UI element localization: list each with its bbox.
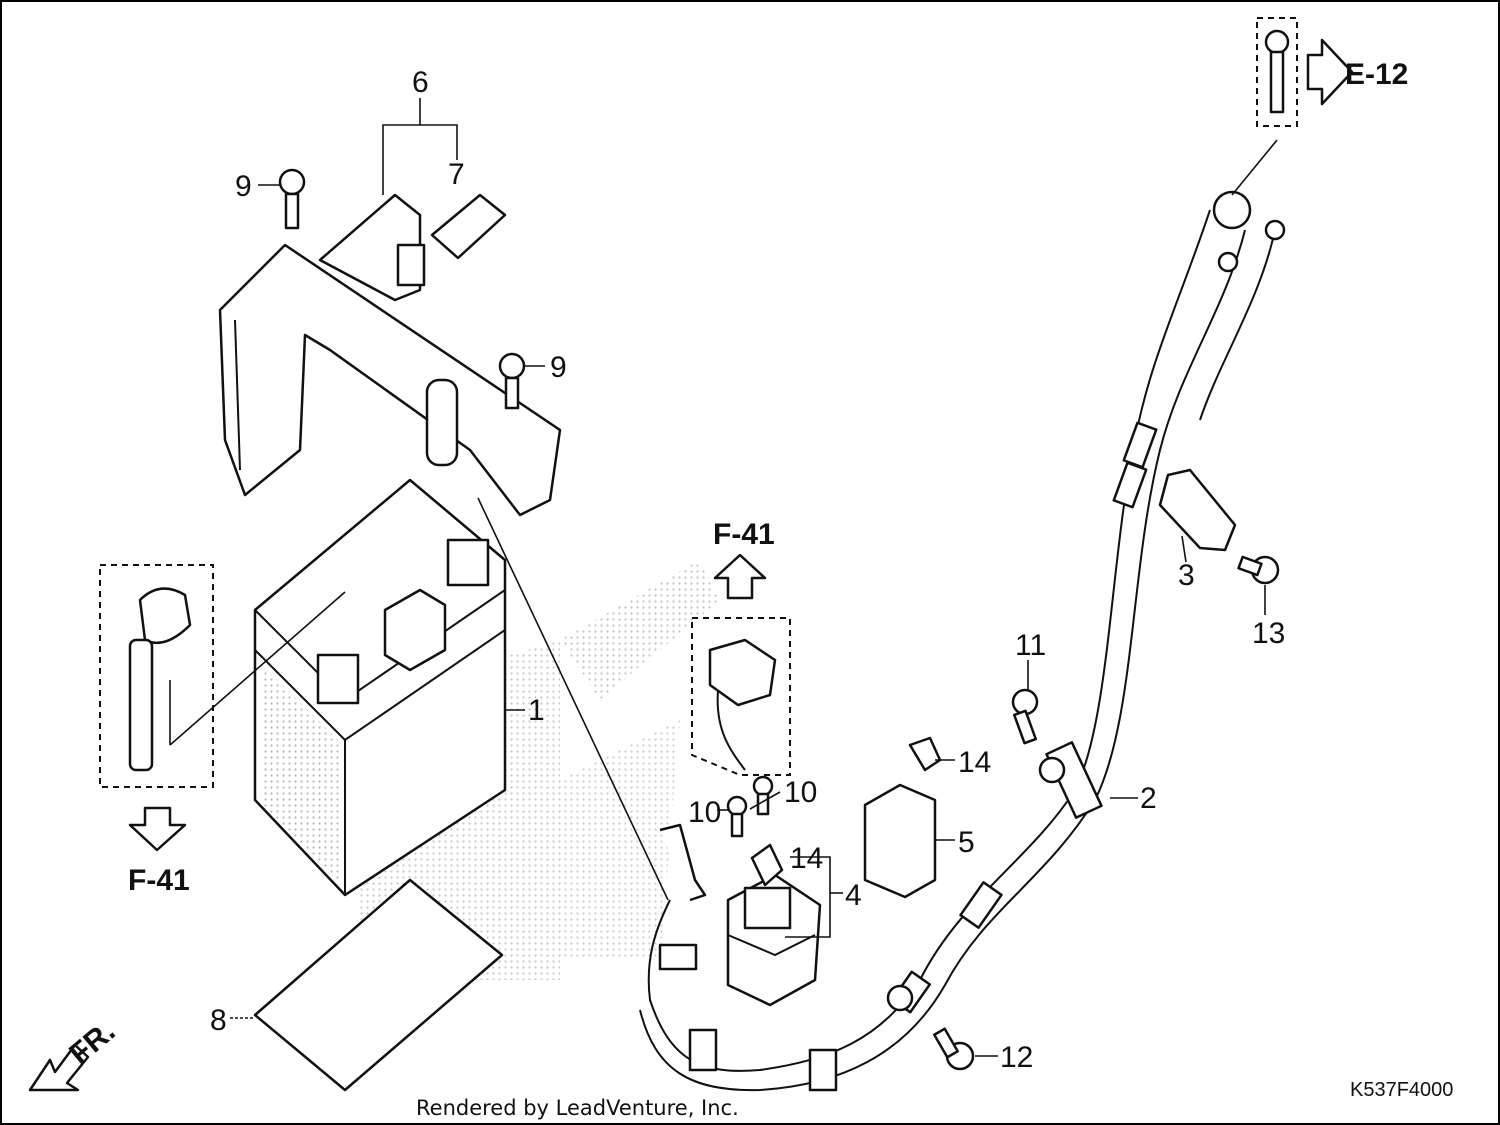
arrow-right-e12 [1306, 38, 1354, 106]
callout-6: 6 [412, 66, 429, 99]
drawing-code: K537F4000 [1350, 1079, 1453, 1101]
bolt-13 [1237, 555, 1280, 585]
arrow-up-f41 [713, 553, 767, 600]
credit-text: Rendered by LeadVenture, Inc. [416, 1096, 739, 1120]
callout-7: 7 [448, 158, 465, 191]
callout-1: 1 [528, 694, 545, 727]
fuse-14-lower [750, 843, 784, 887]
label-sticker [430, 193, 507, 260]
terminal-cover-box [99, 564, 214, 788]
callout-2: 2 [1140, 782, 1157, 815]
battery-mat [253, 878, 504, 1092]
bolt-top [1264, 29, 1290, 114]
wire-harness [639, 139, 1286, 1092]
starter-relay [726, 873, 822, 1007]
callout-4: 4 [845, 879, 862, 912]
callout-10-left: 10 [688, 796, 721, 829]
callout-12: 12 [1000, 1041, 1033, 1074]
callout-10-right: 10 [784, 776, 817, 809]
bolt-11 [1011, 688, 1039, 745]
bolt-9-upper [278, 168, 306, 230]
bolt-10-right [752, 775, 774, 816]
callout-5: 5 [958, 826, 975, 859]
front-arrow [28, 1043, 90, 1092]
callout-9-upper: 9 [235, 170, 252, 203]
connector [708, 638, 777, 771]
reference-e-12: E-12 [1345, 58, 1408, 91]
callout-9-lower: 9 [550, 351, 567, 384]
bolt-10-left [726, 795, 748, 838]
fuse-14-upper [908, 736, 942, 772]
relay-cover [863, 783, 937, 899]
bolt-9-lower [498, 352, 526, 410]
leader-lines [230, 98, 1266, 1057]
callout-14-lower: 14 [790, 842, 823, 875]
callout-11: 11 [1015, 629, 1046, 662]
reference-f-41-middle: F-41 [713, 518, 775, 551]
bolt-12 [933, 1027, 975, 1071]
callout-3: 3 [1178, 559, 1195, 592]
bolt-box-top [1256, 17, 1298, 127]
battery [253, 478, 507, 897]
callout-14-upper: 14 [958, 746, 991, 779]
reference-f-41-left: F-41 [128, 864, 190, 897]
callout-8: 8 [210, 1004, 227, 1037]
arrow-down-left [128, 806, 187, 852]
connector-box [691, 617, 791, 776]
terminal-cover [128, 587, 192, 772]
cable-terminal-3 [1158, 468, 1237, 552]
callout-13: 13 [1252, 617, 1285, 650]
